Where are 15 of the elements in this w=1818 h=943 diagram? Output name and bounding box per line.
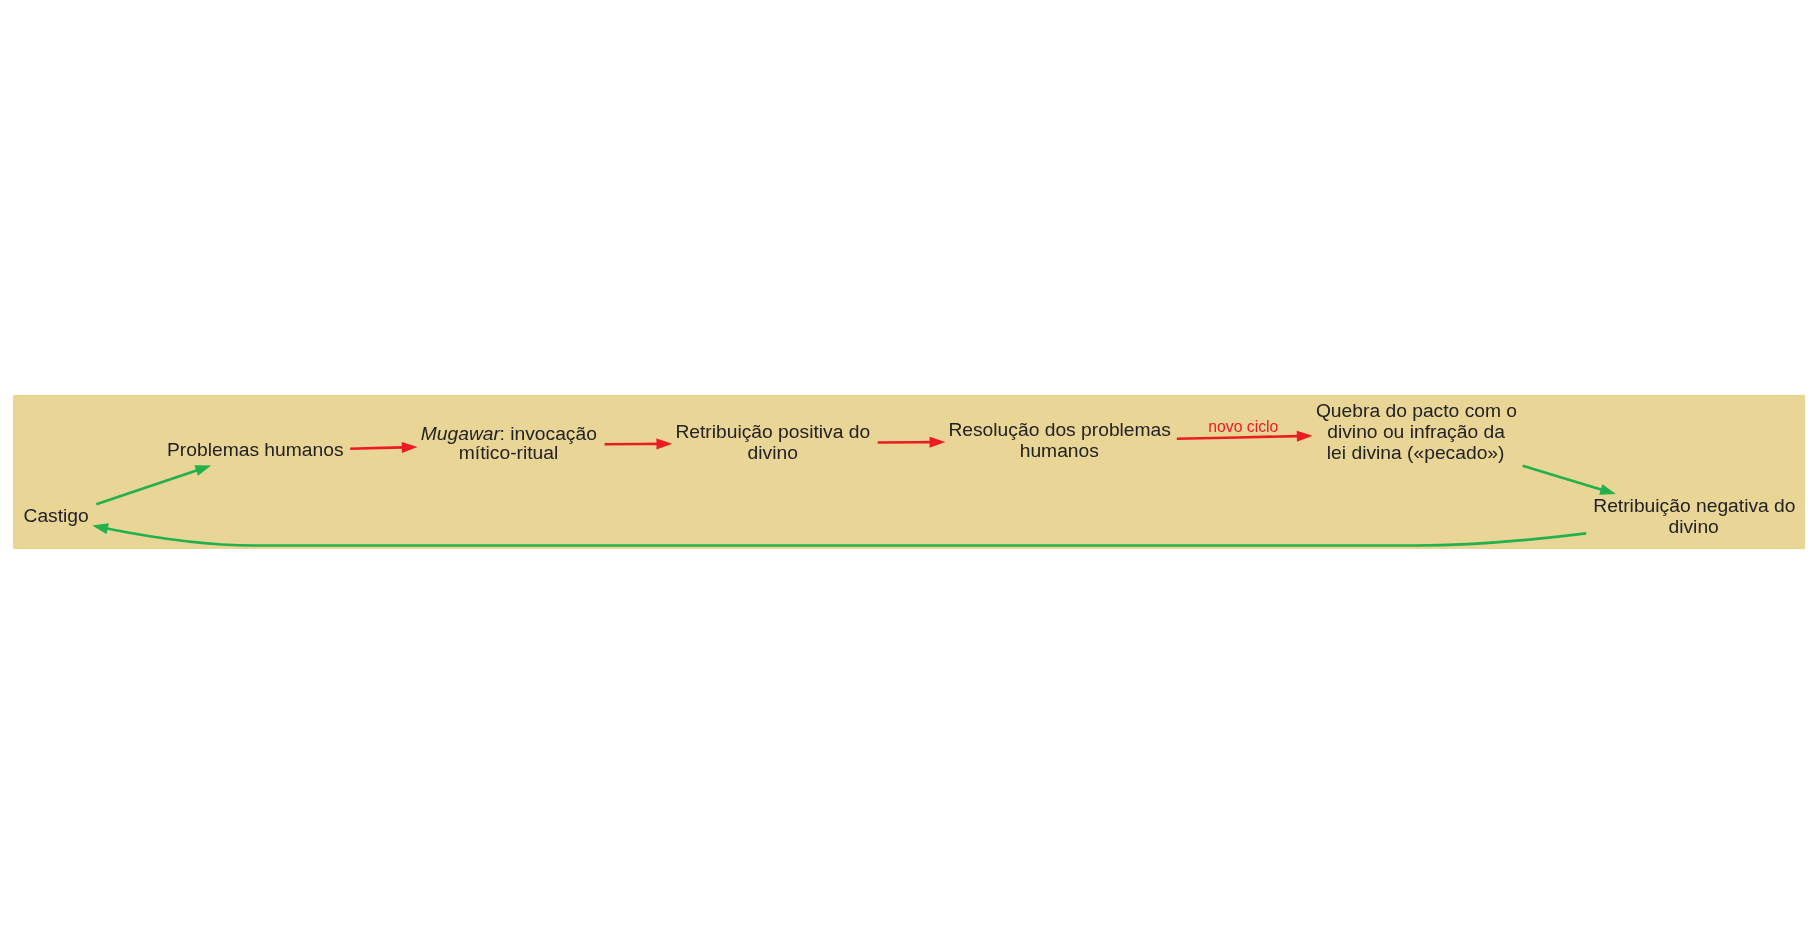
node-text: Retribuição negativa do divino [1593, 494, 1796, 537]
edge-label: novo ciclo [1208, 417, 1279, 435]
arrow [350, 441, 418, 453]
node-text: Retribuição positiva do divino [675, 420, 871, 463]
node-text: Resolução dos problemas humanos [948, 418, 1171, 461]
arrow [1176, 430, 1313, 442]
node-text: Castigo [23, 504, 89, 526]
arrow [604, 437, 673, 449]
node-text: Problemas humanos [167, 438, 344, 460]
arrow [1522, 464, 1616, 495]
arrow [877, 436, 946, 448]
arrow [95, 464, 212, 506]
node-text: Mugawar: invocação mítico-ritual [420, 422, 597, 463]
arrow [92, 522, 1587, 547]
node-text: Quebra do pacto com o divino ou infração da lei divina («pecado») [1315, 399, 1518, 463]
